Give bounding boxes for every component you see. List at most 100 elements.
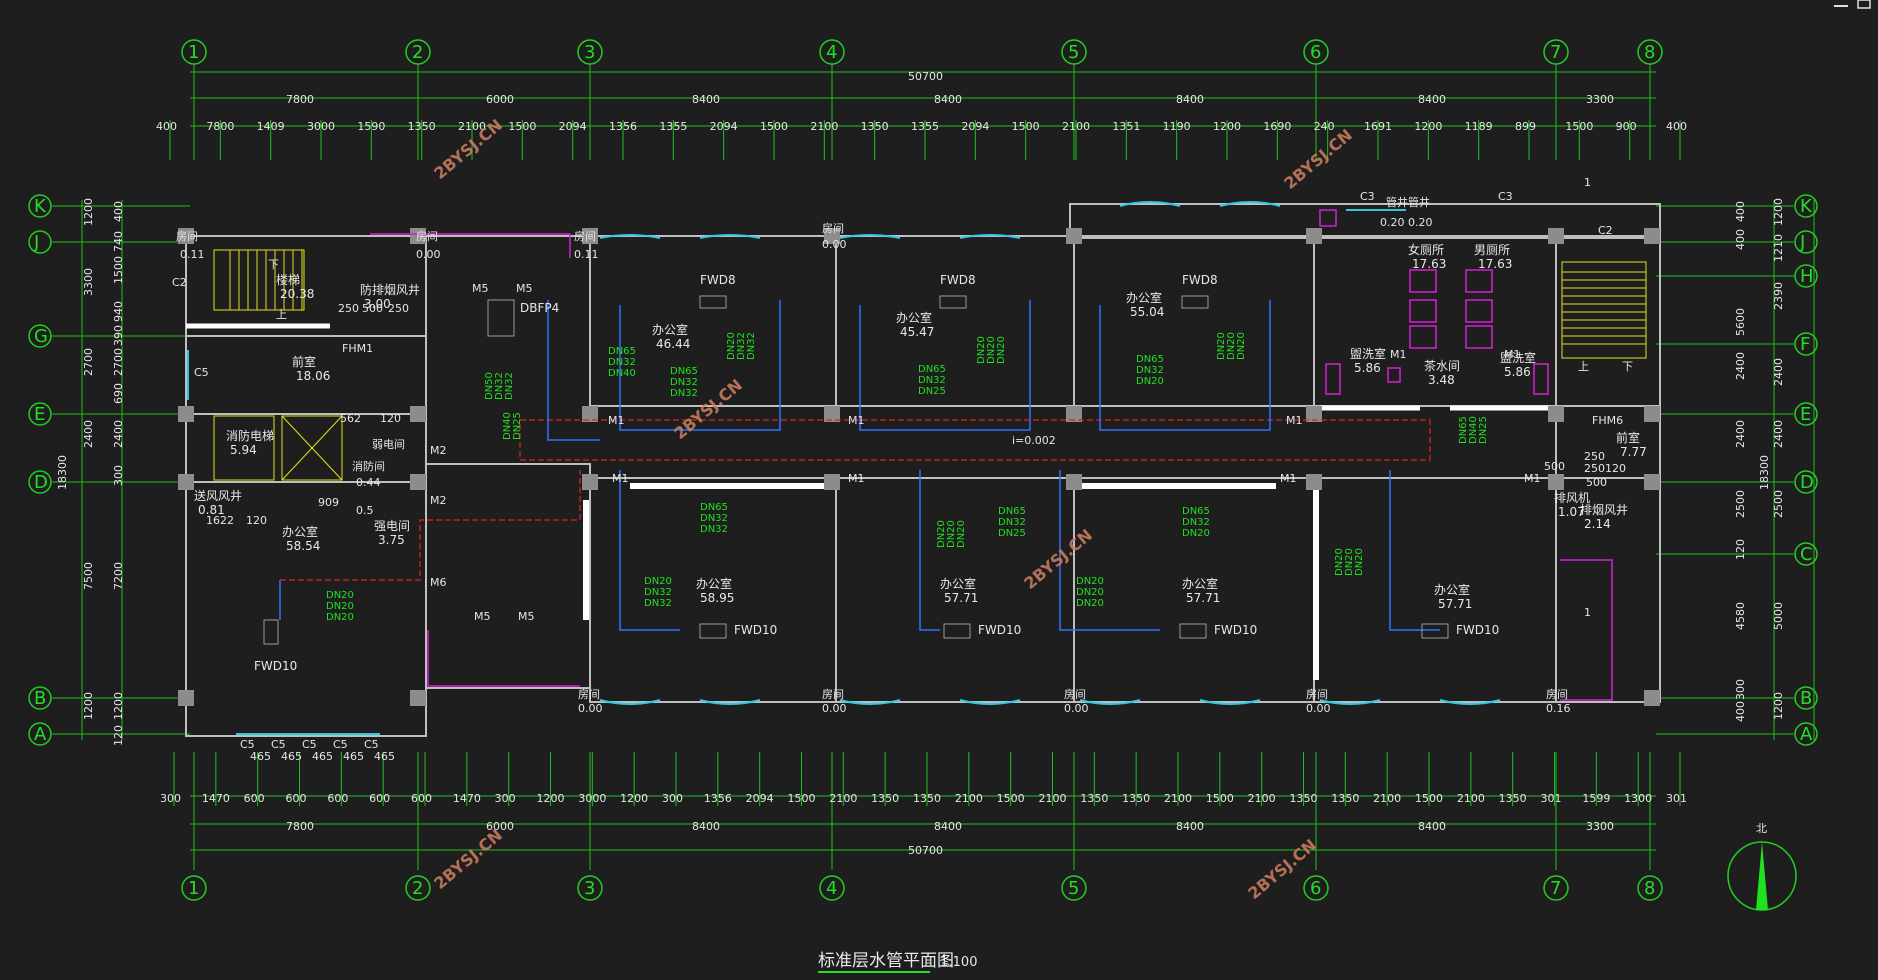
room-short-0: 房间 <box>176 230 198 243</box>
pipe-size-label: DN65 <box>998 506 1026 517</box>
pipe-size-label: DN65 <box>700 502 728 513</box>
wall-east-stair <box>1555 235 1661 703</box>
dim-top-detail: 2094 <box>710 120 738 133</box>
dim-top-detail: 2094 <box>559 120 587 133</box>
room-name: 办公室 <box>1434 582 1470 597</box>
room-short-val-2: 0.11 <box>574 248 599 261</box>
room-area: 5.86 <box>1504 365 1531 379</box>
door-m5-b: M5 <box>516 282 533 295</box>
room-short-1: 房间 <box>416 230 438 243</box>
dim-left-total: 18300 <box>56 455 69 490</box>
axis-bubble-right <box>1794 264 1818 288</box>
pipe-size-label-v: DN32 <box>494 372 505 400</box>
dim-left-inner: 740 <box>112 231 125 252</box>
room-area: 46.44 <box>656 337 690 351</box>
room-area: 58.95 <box>700 591 734 605</box>
fwd8-label: FWD8 <box>700 273 736 287</box>
axis-label-left: J <box>33 232 39 253</box>
axis-bubble-left <box>28 194 52 218</box>
room-area: 0.81 <box>198 503 225 517</box>
pipe-size-label: DN32 <box>608 357 636 368</box>
dim-top-total: 50700 <box>908 70 943 83</box>
pipe-blue-1 <box>619 300 781 431</box>
dim-bottom-465: 465 <box>374 750 395 763</box>
pipe-size-label: DN25 <box>918 386 946 397</box>
room-name: 办公室 <box>1126 290 1162 305</box>
pipe-blue-7 <box>1389 470 1440 631</box>
dim-bottom-detail: 2094 <box>746 792 774 805</box>
axis-bubble-left <box>28 686 52 710</box>
axis-label-left: A <box>34 724 47 745</box>
pipe-size-label-v: DN20 <box>1216 332 1227 360</box>
room-name: 送风风井 <box>194 488 242 503</box>
pipe-size-label: DN32 <box>644 598 672 609</box>
dim-bottom-detail: 3000 <box>578 792 606 805</box>
window-north-1 <box>599 234 1021 239</box>
room-name: 办公室 <box>282 524 318 539</box>
door-m2-b: M2 <box>430 494 447 507</box>
axis-label-right: C <box>1800 544 1813 565</box>
pipe-size-label: DN65 <box>918 364 946 375</box>
window-north-2 <box>1119 201 1281 207</box>
fwd10-label: FWD10 <box>978 623 1021 637</box>
toilet-stall <box>1409 325 1437 349</box>
stair-down-r: 下 <box>1622 360 1633 373</box>
dim-top-detail: 1590 <box>357 120 385 133</box>
structural-column <box>1644 228 1660 244</box>
pipe-size-label-v: DN20 <box>1344 548 1355 576</box>
door-m1-h: M1 <box>1390 348 1407 361</box>
dim-top-detail: 899 <box>1515 120 1536 133</box>
dim-bottom-detail: 301 <box>1541 792 1562 805</box>
pipe-size-label-v: DN40 <box>1468 416 1479 444</box>
axis-bubble-top <box>405 39 431 65</box>
axis-bubble-right <box>1794 230 1818 254</box>
axis-label-left: K <box>34 196 47 217</box>
dim-top-detail: 1200 <box>1414 120 1442 133</box>
pipe-size-label: DN20 <box>326 601 354 612</box>
dim-right-inner: 400 <box>1734 229 1747 250</box>
room-short-2: 房间 <box>574 230 596 243</box>
room-area: 18.06 <box>296 369 330 383</box>
dim-bottom-detail: 1350 <box>913 792 941 805</box>
axis-bubble-right <box>1794 542 1818 566</box>
stair-right-treads <box>1562 271 1646 345</box>
pipes <box>279 209 1613 701</box>
val-1622: 1622 <box>206 514 234 527</box>
axis-label-right: H <box>1800 266 1814 287</box>
stair-left <box>213 249 305 311</box>
door-m5-d: M5 <box>518 610 535 623</box>
fire-hydrant-label: 消防间 <box>352 459 385 473</box>
door-m1-f: M1 <box>1280 472 1297 485</box>
door-m5-a: M5 <box>472 282 489 295</box>
elevator-2 <box>281 415 343 481</box>
dim-bottom-detail: 1200 <box>620 792 648 805</box>
room-area: 55.04 <box>1130 305 1164 319</box>
dim-top-detail: 1190 <box>1163 120 1191 133</box>
dimension-lines <box>52 64 1815 870</box>
axis-bubble-top <box>1303 39 1329 65</box>
room-area: 17.63 <box>1478 257 1512 271</box>
dim-right-inner: 2500 <box>1734 490 1747 518</box>
pipe-size-label: DN32 <box>644 587 672 598</box>
structural-column <box>1644 474 1660 490</box>
room-name: 强电间 <box>374 519 410 533</box>
axis-label-bottom: 1 <box>188 878 199 899</box>
door-m1-i: M1 <box>1504 348 1521 361</box>
axis-label-left: D <box>34 472 48 493</box>
window-c2-a: C2 <box>172 276 187 289</box>
duct-mag-3 <box>1560 559 1613 701</box>
dim-left-inner: 940 <box>112 301 125 322</box>
maximize-icon[interactable] <box>1857 0 1871 9</box>
room-area: 57.71 <box>1186 591 1220 605</box>
axis-bubble-right <box>1794 470 1818 494</box>
dim-right-outer: 1200 <box>1772 198 1785 226</box>
dim-left-outer: 3300 <box>82 268 95 296</box>
watermark-6: 2BYSJ.CN <box>1244 835 1320 903</box>
dim-top-detail: 1356 <box>609 120 637 133</box>
room-name: 女厕所 <box>1408 242 1444 257</box>
pipe-red-west <box>280 470 581 581</box>
dim-right-total: 18300 <box>1758 455 1771 490</box>
window-c2-b: C2 <box>1598 224 1613 237</box>
dim-bottom-detail: 1356 <box>704 792 732 805</box>
